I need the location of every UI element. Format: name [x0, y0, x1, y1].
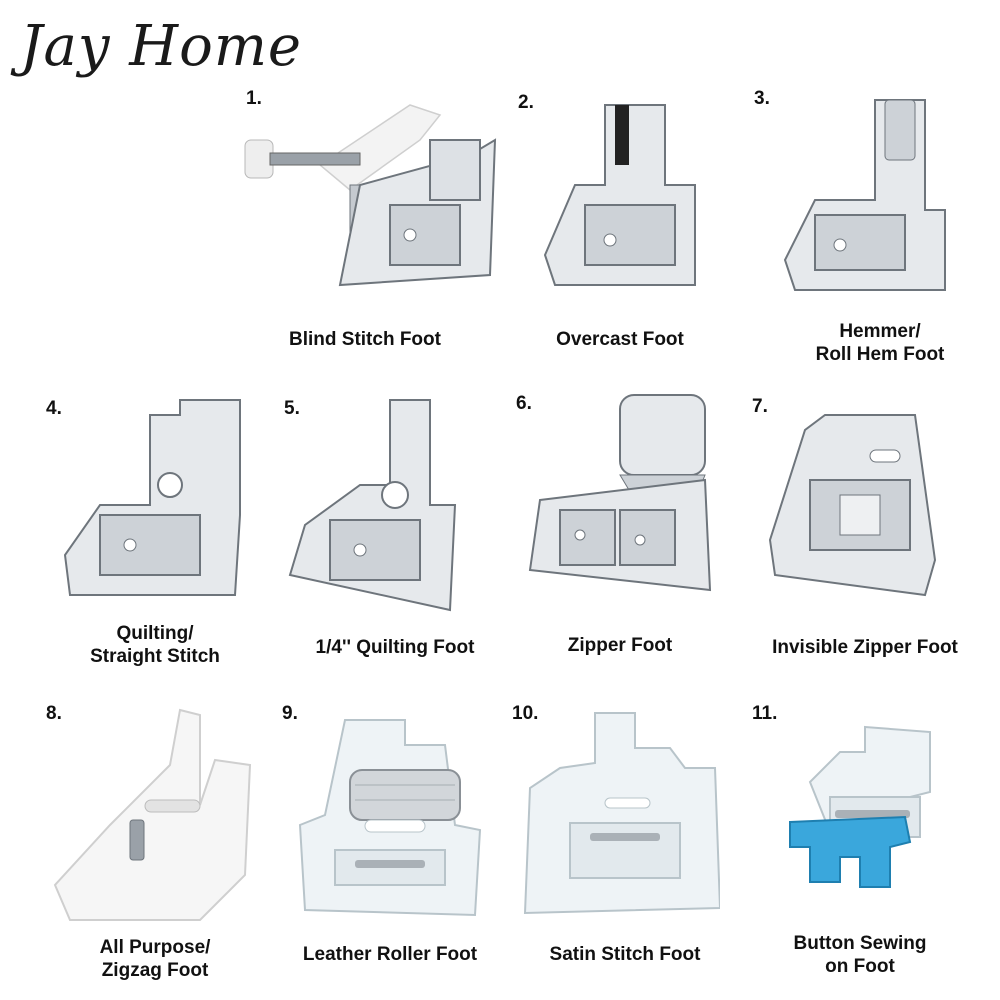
brand-logo: Jay Home: [20, 14, 303, 79]
foot-number-2: 2.: [518, 92, 534, 113]
quilting-straight-stitch-foot-image: [60, 395, 250, 610]
foot-number-8: 8.: [46, 703, 62, 724]
foot-name-3: Hemmer/Roll Hem Foot: [815, 321, 945, 365]
foot-number-5: 5.: [284, 398, 300, 419]
foot-name-1: Blind Stitch Foot: [289, 329, 441, 350]
foot-name-10: Satin Stitch Foot: [549, 944, 701, 965]
foot-number-6: 6.: [516, 393, 532, 414]
foot-number-9: 9.: [282, 703, 298, 724]
foot-name-4: Quilting/Straight Stitch: [90, 623, 220, 667]
overcast-foot-image: [535, 95, 715, 305]
foot-name-5: 1/4'' Quilting Foot: [315, 637, 475, 658]
foot-name-8: All Purpose/Zigzag Foot: [99, 937, 211, 981]
foot-number-3: 3.: [754, 88, 770, 109]
foot-name-2: Overcast Foot: [556, 329, 684, 350]
satin-stitch-foot-image: [520, 708, 720, 930]
button-sewing-foot-image: [770, 722, 940, 922]
blind-stitch-foot-image: [240, 95, 500, 300]
foot-name-9: Leather Roller Foot: [302, 944, 478, 965]
zipper-foot-image: [525, 390, 715, 610]
foot-number-11: 11.: [752, 703, 778, 724]
foot-name-7: Invisible Zipper Foot: [772, 637, 958, 658]
foot-name-6: Zipper Foot: [567, 635, 673, 656]
foot-number-7: 7.: [752, 396, 768, 417]
leather-roller-foot-image: [295, 715, 485, 930]
hemmer-foot-image: [775, 90, 955, 310]
quarter-inch-quilting-foot-image: [285, 395, 465, 615]
foot-number-1: 1.: [246, 88, 262, 109]
foot-number-10: 10.: [512, 703, 539, 724]
invisible-zipper-foot-image: [765, 410, 940, 600]
all-purpose-zigzag-foot-image: [50, 705, 260, 930]
foot-number-4: 4.: [46, 398, 62, 419]
